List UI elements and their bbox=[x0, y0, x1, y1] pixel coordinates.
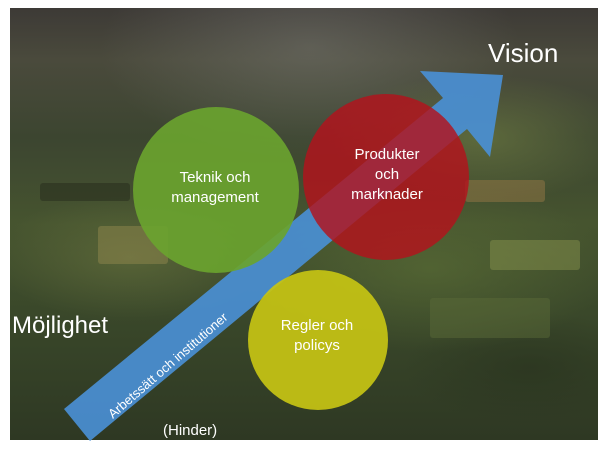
circle-label-line: policys bbox=[294, 337, 340, 354]
circle-label-line: och bbox=[374, 166, 400, 183]
circle-label-line: Regler och bbox=[280, 317, 354, 334]
circle-teknik-label: Teknik och management bbox=[150, 168, 280, 208]
circle-produkter bbox=[303, 94, 469, 260]
field-patch bbox=[465, 180, 545, 202]
circle-label-line: marknader bbox=[351, 186, 423, 203]
circle-label-line: Produkter bbox=[354, 146, 420, 163]
field-patch bbox=[490, 240, 580, 270]
circle-label-line: Teknik och bbox=[179, 169, 251, 186]
circle-teknik bbox=[133, 107, 299, 273]
circle-regler bbox=[248, 270, 388, 410]
forest-patch bbox=[40, 183, 130, 201]
circle-label-line: management bbox=[171, 189, 259, 206]
obstacle-label: (Hinder) bbox=[163, 422, 218, 439]
field-patch bbox=[430, 298, 550, 338]
circle-produkter-label: Produkter och marknader bbox=[322, 145, 452, 205]
circle-regler-label: Regler och policys bbox=[252, 316, 382, 356]
opportunity-label: Möjlighet bbox=[12, 312, 109, 339]
vision-label: Vision bbox=[488, 38, 559, 68]
